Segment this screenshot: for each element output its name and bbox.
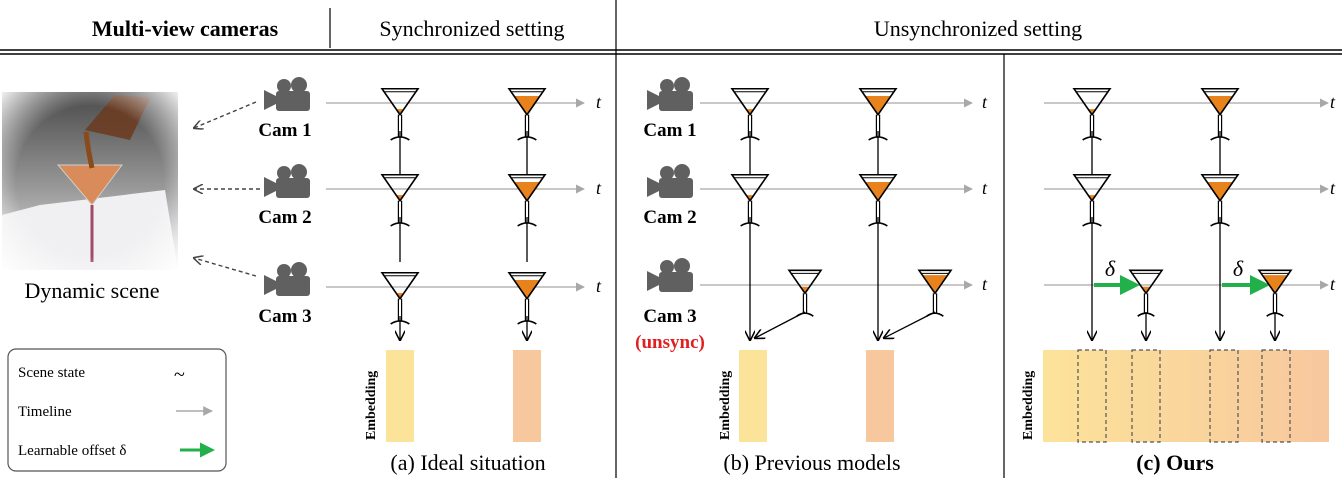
- scene-state-glass: [1128, 269, 1164, 317]
- embedding-a-2: [513, 350, 541, 442]
- cam-icon-2-sync: [264, 164, 310, 198]
- embedding-label: Embedding: [1021, 371, 1036, 440]
- cam-label-3-unsync: Cam 3: [643, 306, 696, 327]
- legend-box: [7, 348, 227, 472]
- scene-state-glass: [1200, 87, 1240, 141]
- delta-label-1: δ: [1105, 256, 1116, 281]
- cam-label-2-sync: Cam 2: [258, 207, 311, 228]
- scene-state-glass: [507, 87, 547, 141]
- connectors-a: [400, 131, 527, 340]
- view-arrow-1: [194, 101, 257, 128]
- legend-timeline: Timeline: [18, 404, 72, 420]
- scene-state-glass: [507, 271, 547, 325]
- scene-states: [150, 87, 1293, 397]
- scene-state-glass: [787, 269, 823, 317]
- legend-offset: Learnable offset δ: [18, 443, 126, 459]
- scene-state-glass: [917, 269, 953, 317]
- view-arrows: [194, 101, 260, 277]
- unsync-tag: (unsync): [635, 332, 705, 353]
- scene-state-glass: [1257, 269, 1293, 317]
- cam-label-3-sync: Cam 3: [258, 306, 311, 327]
- caption-a: (a) Ideal situation: [390, 450, 545, 475]
- embedding-label: Embedding: [718, 371, 733, 440]
- scene-state-glass: [507, 173, 547, 227]
- time-label: t: [982, 274, 988, 294]
- legend-scene-state: Scene state: [18, 365, 85, 381]
- scene-state-glass: [380, 173, 420, 227]
- scene-image: [2, 92, 178, 270]
- time-label: t: [596, 92, 602, 112]
- timelines-b: [700, 98, 973, 290]
- header-unsync: Unsynchronized setting: [874, 16, 1082, 41]
- cam-label-1-unsync: Cam 1: [643, 120, 696, 141]
- legend: Scene state ~ Timeline Learnable offset …: [7, 348, 227, 472]
- time-labels: t t t t t t t t t: [596, 92, 1336, 296]
- connectors-b: [750, 131, 936, 340]
- scene-state-glass: [1072, 87, 1112, 141]
- scene-state-glass: [1072, 173, 1112, 227]
- embedding-a-1: [386, 350, 414, 442]
- cam-icon-2-unsync: [647, 164, 693, 198]
- scene-caption: Dynamic scene: [25, 278, 160, 303]
- legend-tilde: ~: [174, 364, 185, 386]
- embedding-c-samples: [1077, 349, 1291, 443]
- embedding-b-2: [866, 350, 894, 442]
- cam-label-1-sync: Cam 1: [258, 120, 311, 141]
- cam-icon-1-unsync: [647, 77, 693, 111]
- header-sync: Synchronized setting: [379, 16, 564, 41]
- scene-state-glass: [380, 87, 420, 141]
- cameras: [264, 77, 693, 296]
- scene-state-glass: [380, 271, 420, 325]
- cam-icon-3-unsync: [647, 258, 693, 292]
- caption-b: (b) Previous models: [723, 450, 900, 475]
- caption-c: (c) Ours: [1136, 450, 1214, 475]
- scene-state-glass: [858, 87, 898, 141]
- time-label: t: [982, 92, 988, 112]
- embedding-b-1: [739, 350, 767, 442]
- cam-icon-3-sync: [264, 262, 310, 296]
- cam-icon-1-sync: [264, 77, 310, 111]
- scene-state-glass: [730, 173, 770, 227]
- scene-state-glass: [1200, 173, 1240, 227]
- time-label: t: [982, 178, 988, 198]
- scene-state-glass: [730, 87, 770, 141]
- embedding-labels: Embedding Embedding Embedding: [364, 371, 1036, 440]
- embedding-c-continuous: [1043, 350, 1329, 442]
- embeddings: [386, 349, 1329, 443]
- header-multiview: Multi-view cameras: [92, 16, 279, 41]
- time-label: t: [596, 276, 602, 296]
- time-label: t: [1330, 178, 1336, 198]
- time-label: t: [1330, 92, 1336, 112]
- delta-label-2: δ: [1233, 256, 1244, 281]
- view-arrow-3: [194, 258, 257, 277]
- header: Multi-view cameras Synchronized setting …: [0, 8, 1342, 55]
- camera-labels: Cam 1 Cam 2 Cam 3 Cam 1 Cam 2 Cam 3: [258, 120, 696, 327]
- scene-state-glass: [858, 173, 898, 227]
- time-label: t: [1330, 274, 1336, 294]
- connectors-c: [1092, 131, 1275, 340]
- embedding-label: Embedding: [364, 371, 379, 440]
- timelines-a: [326, 98, 585, 292]
- time-label: t: [596, 178, 602, 198]
- cam-label-2-unsync: Cam 2: [643, 207, 696, 228]
